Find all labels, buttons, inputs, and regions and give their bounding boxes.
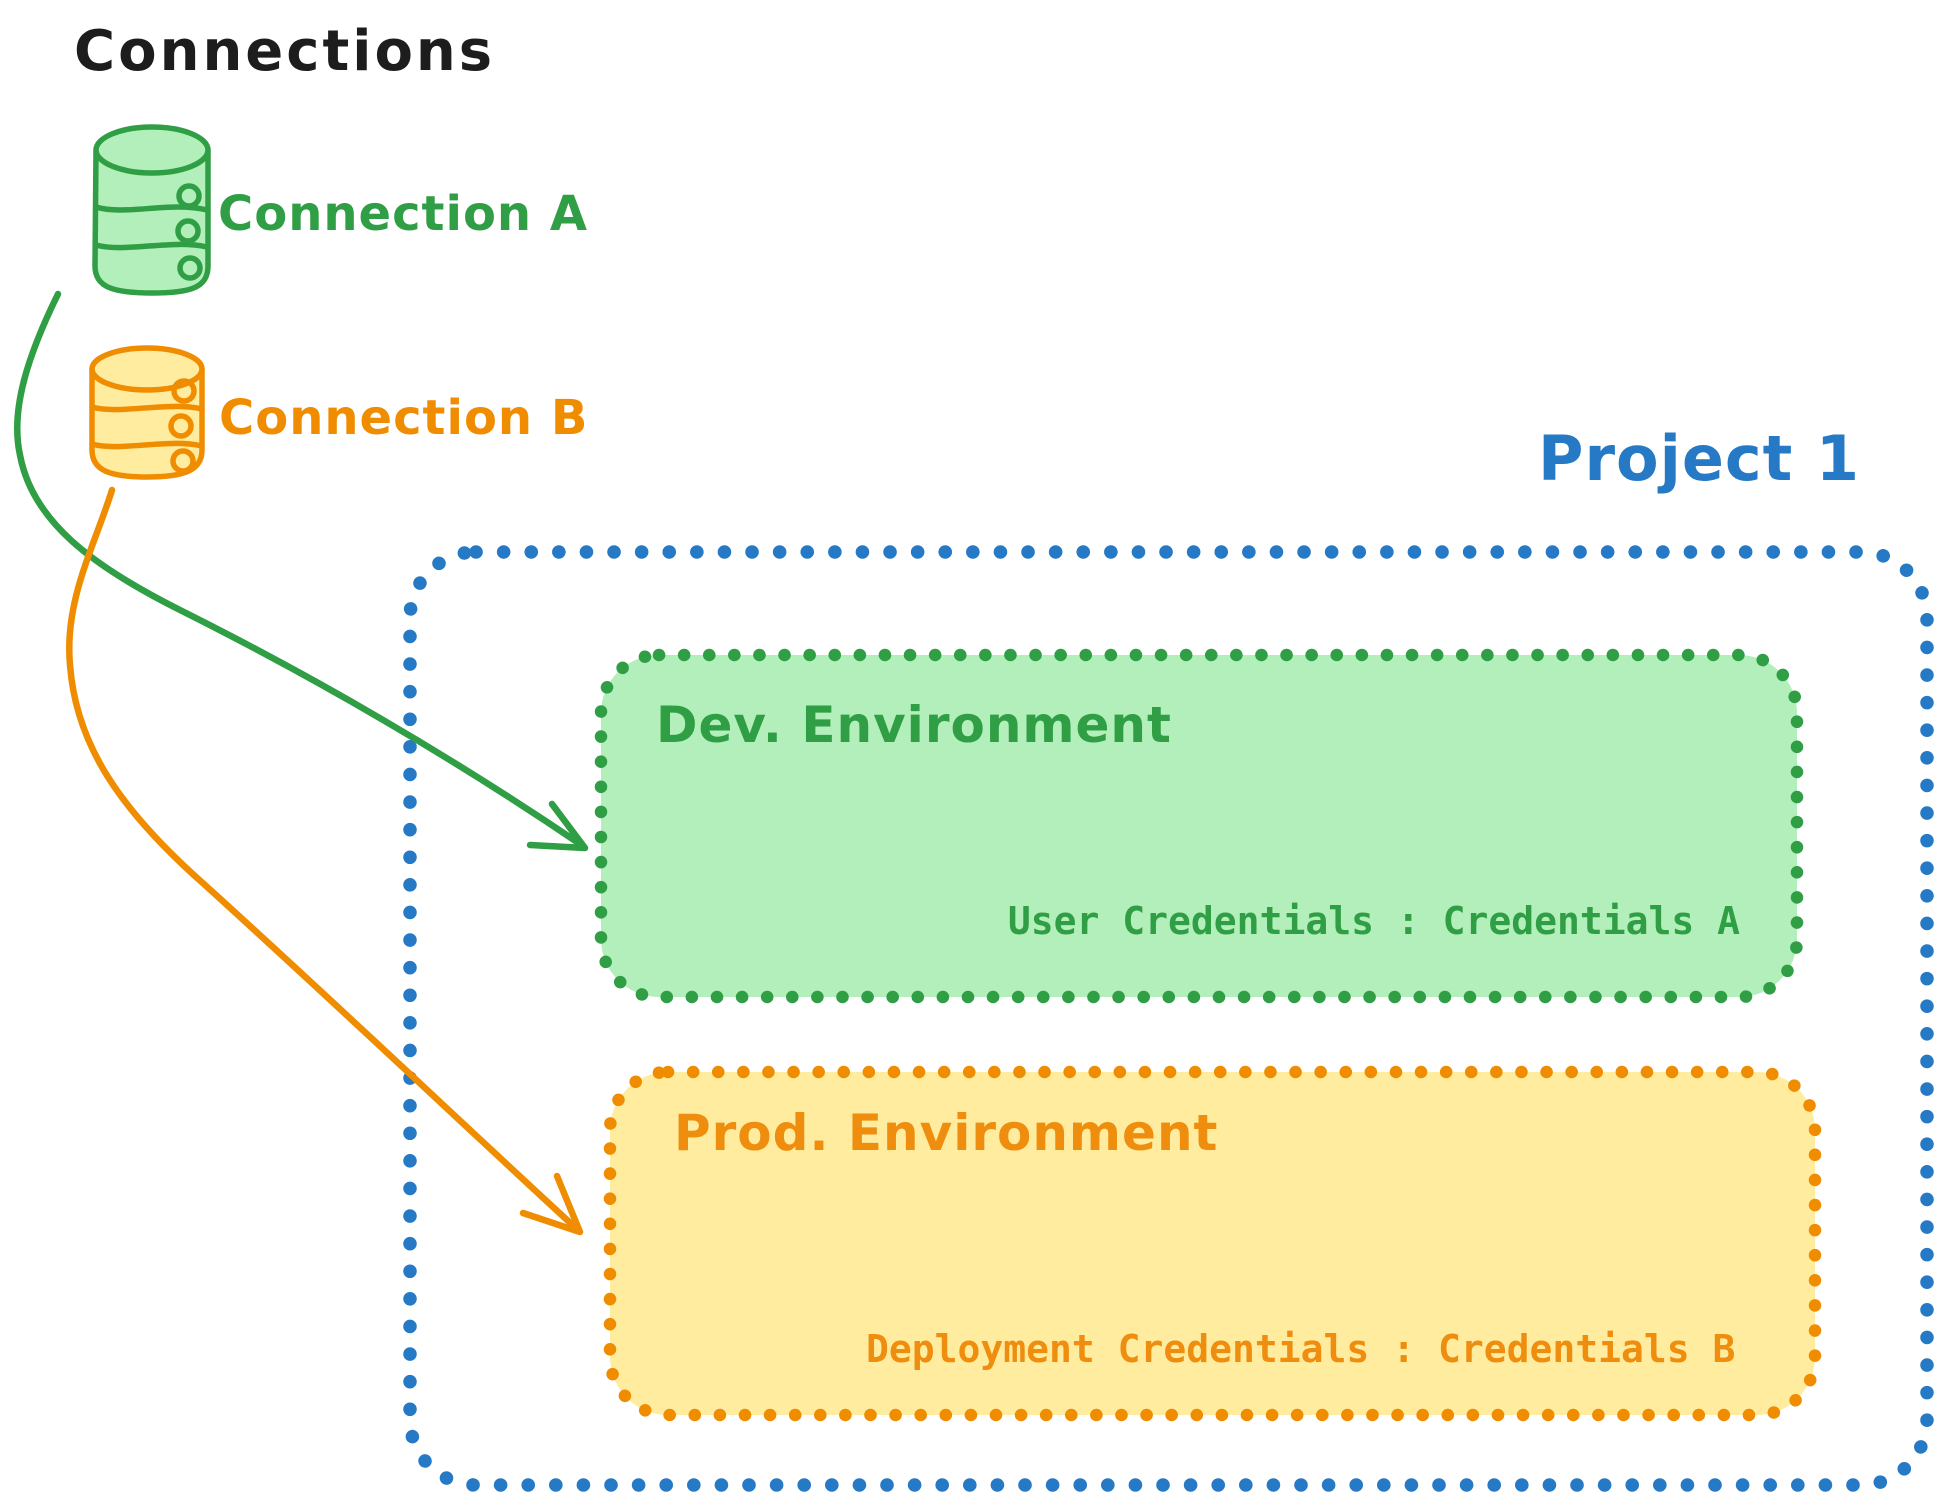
prod-environment-credentials-text: Deployment Credentials : Credentials B: [866, 1327, 1736, 1371]
arrow-connection-b-to-prod-environment: [66, 486, 584, 1236]
database-icon-connection-a: [92, 124, 211, 296]
connection-a-label: Connection A: [218, 186, 588, 242]
dev-environment-box: [594, 648, 1804, 1004]
database-icon-connection-b: [89, 345, 205, 480]
page-title: Connections: [74, 19, 496, 84]
project-1-container-box: [403, 545, 1934, 1492]
prod-environment-title: Prod. Environment: [674, 1104, 1219, 1162]
prod-environment-box: [603, 1065, 1822, 1422]
project-1-title: Project 1: [1538, 422, 1861, 495]
dev-environment-title: Dev. Environment: [656, 696, 1172, 754]
dev-environment-credentials-text: User Credentials : Credentials A: [1007, 899, 1740, 943]
connection-b-label: Connection B: [219, 390, 589, 446]
arrow-connection-a-to-dev-environment: [14, 290, 589, 852]
